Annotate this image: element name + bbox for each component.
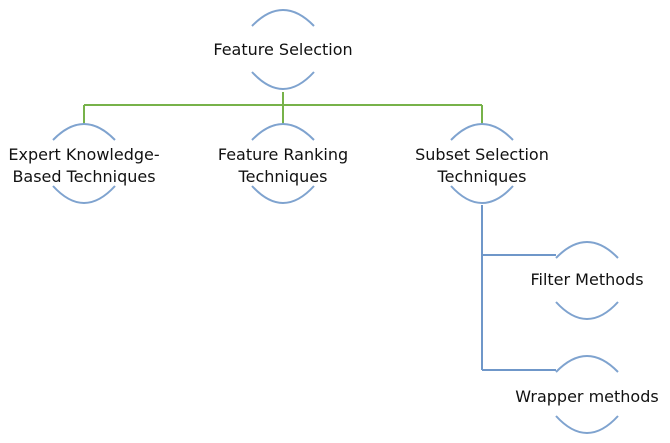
node-label-line-2: Techniques [437, 167, 527, 186]
node-label: Wrapper methods [515, 387, 658, 406]
connectors [83, 92, 556, 371]
node-expert-knowledge: Expert Knowledge- Based Techniques [8, 123, 160, 204]
node-bottom-arc [555, 301, 619, 320]
node-label-line-1: Feature Ranking [218, 145, 348, 164]
node-label-line-2: Based Techniques [12, 167, 155, 186]
node-top-arc [52, 123, 116, 141]
node-label: Filter Methods [530, 270, 643, 289]
node-label: Feature Selection [213, 40, 352, 59]
node-filter-methods: Filter Methods [530, 241, 644, 320]
node-bottom-arc [450, 185, 514, 204]
node-top-arc [251, 123, 315, 141]
node-top-arc [251, 9, 315, 27]
node-feature-selection: Feature Selection [213, 9, 353, 90]
node-bottom-arc [52, 185, 116, 204]
node-top-arc [450, 123, 514, 141]
node-wrapper-methods: Wrapper methods [515, 355, 659, 434]
node-feature-ranking: Feature Ranking Techniques [218, 123, 348, 204]
node-bottom-arc [555, 415, 619, 434]
node-label-line-1: Subset Selection [415, 145, 549, 164]
node-top-arc [555, 241, 619, 259]
node-label-line-1: Expert Knowledge- [8, 145, 159, 164]
node-label-line-2: Techniques [238, 167, 328, 186]
node-bottom-arc [251, 185, 315, 204]
node-top-arc [555, 355, 619, 373]
node-bottom-arc [251, 71, 315, 90]
node-subset-selection: Subset Selection Techniques [415, 123, 549, 204]
